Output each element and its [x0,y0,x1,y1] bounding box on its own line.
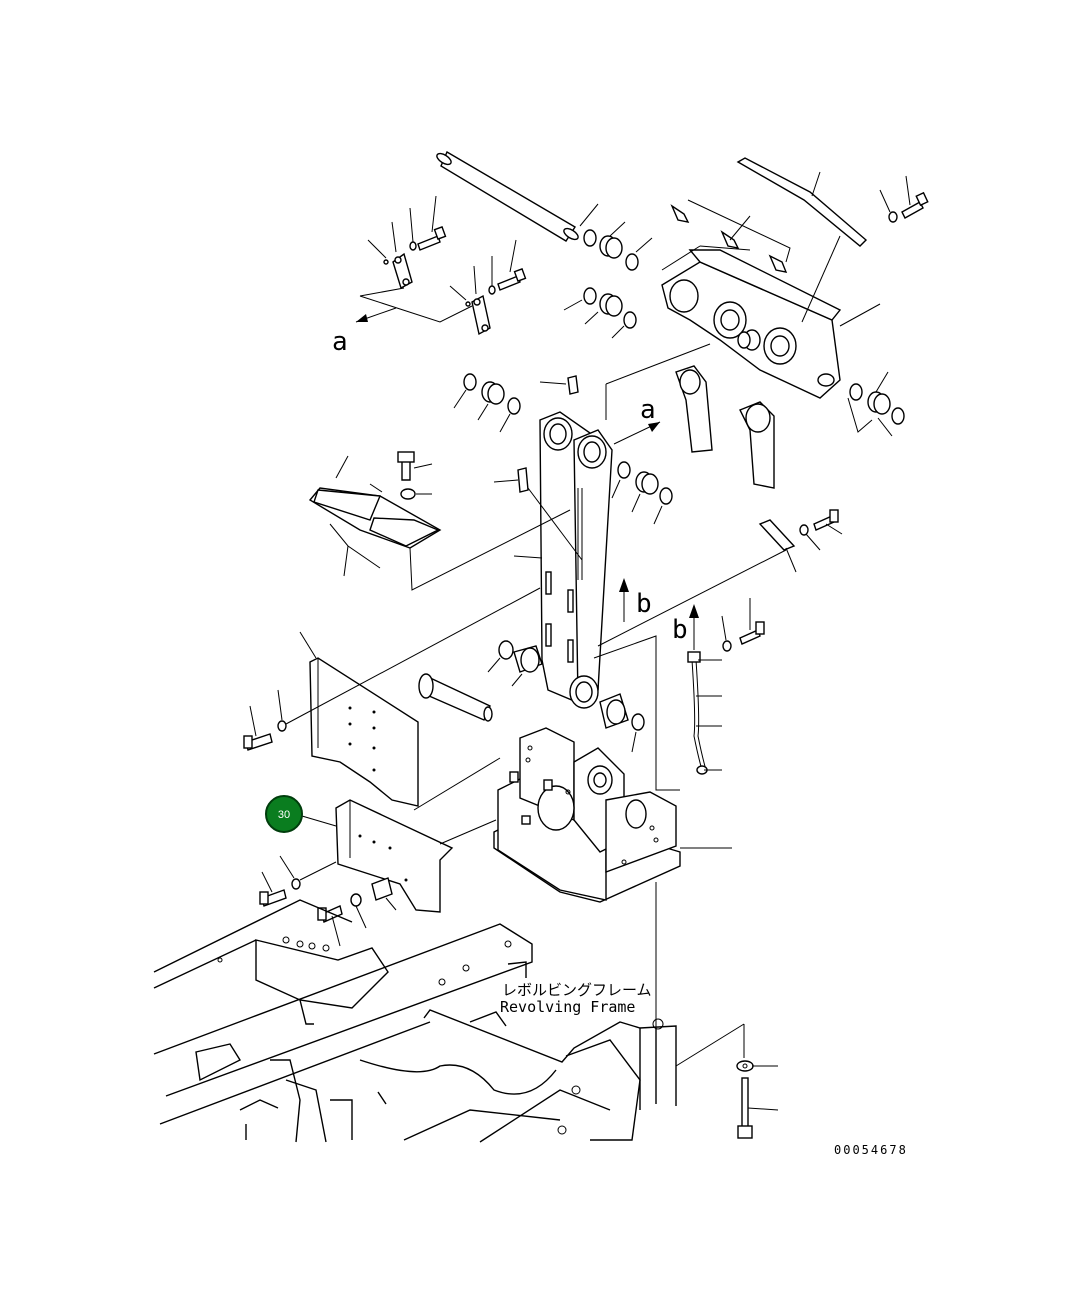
drawing-number: 00054678 [834,1143,908,1157]
item-30-side-plate [259,757,501,947]
hose-assembly [593,509,843,791]
item-30-marker[interactable]: 30 [265,795,303,833]
link-arm [493,375,613,709]
top-pin [436,150,579,242]
link-plate-group [355,195,527,336]
mounting-bolt [675,1023,779,1139]
callout-letter-b-right: b [672,615,688,645]
callout-letter-b-center: b [636,589,652,619]
callout-letter-a-center: a [640,395,656,425]
callout-letter-a-left: a [332,327,348,357]
side-cover-upper [243,587,541,807]
top-bracket-assembly [661,157,929,437]
item-30-number: 30 [278,809,290,821]
lower-pin [418,673,493,722]
boom-sections [675,365,775,489]
revolving-frame-label-jp: レボルビングフレーム [502,981,652,999]
revolving-frame [153,899,677,1143]
revolving-frame-label-en: Revolving Frame [500,998,635,1016]
step-plate [308,451,571,591]
top-bushing-set [563,203,653,339]
arm-ring-sets [453,373,673,753]
base-bracket [493,727,732,1028]
